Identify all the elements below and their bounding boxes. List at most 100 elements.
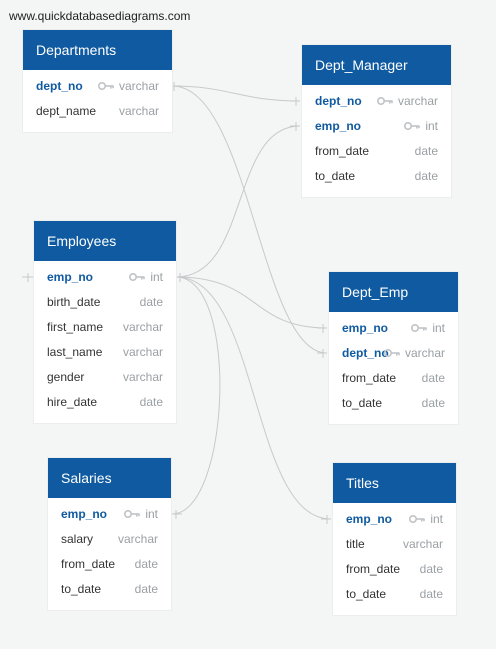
field-type-label: varchar	[118, 79, 159, 93]
field-row[interactable]: to_date date	[329, 391, 458, 416]
site-watermark: www.quickdatabasediagrams.com	[9, 9, 191, 23]
link-departments-deptmanager	[171, 85, 301, 102]
field-type-label: date	[139, 395, 163, 409]
field-name: birth_date	[47, 295, 101, 309]
field-name: from_date	[346, 562, 401, 576]
field-type: date	[420, 557, 443, 582]
field-row[interactable]: to_date date	[48, 577, 171, 602]
key-icon	[376, 96, 393, 105]
link-employees-salaries	[171, 276, 221, 515]
field-type-label: date	[134, 582, 158, 596]
table-title: Titles	[333, 463, 456, 503]
field-row[interactable]: dept_no varchar	[23, 74, 172, 99]
field-type-label: date	[421, 371, 445, 385]
field-type: varchar	[118, 527, 158, 552]
field-name: emp_no	[315, 119, 362, 133]
field-type: date	[422, 391, 445, 416]
field-type-label: date	[134, 557, 158, 571]
field-row[interactable]: salary varchar	[48, 527, 171, 552]
field-name: to_date	[315, 169, 356, 183]
key-icon	[404, 121, 421, 130]
field-row[interactable]: birth_date date	[34, 290, 176, 315]
field-row[interactable]: from_date date	[329, 366, 458, 391]
field-name: title	[346, 537, 365, 551]
field-name: dept_no	[36, 79, 83, 93]
field-type: varchar	[97, 74, 159, 99]
field-type-label: int	[430, 512, 443, 526]
field-name: dept_name	[36, 104, 97, 118]
field-type-label: varchar	[118, 104, 159, 118]
field-row[interactable]: from_date date	[302, 139, 451, 164]
field-type-label: int	[425, 119, 438, 133]
field-name: from_date	[342, 371, 397, 385]
field-name: dept_no	[315, 94, 362, 108]
table-title: Departments	[23, 30, 172, 70]
field-name: from_date	[315, 144, 370, 158]
field-name: emp_no	[346, 512, 393, 526]
field-name: emp_no	[47, 270, 94, 284]
key-icon	[129, 272, 146, 281]
field-row[interactable]: to_date date	[333, 582, 456, 607]
field-type: varchar	[123, 365, 163, 390]
field-row[interactable]: emp_no int	[34, 265, 176, 290]
field-type-label: int	[145, 507, 158, 521]
field-type: varchar	[383, 341, 445, 366]
field-type-label: date	[421, 396, 445, 410]
table-title: Salaries	[48, 458, 171, 498]
field-name: dept_no	[342, 346, 389, 360]
link-employees-deptemp	[175, 276, 328, 329]
field-row[interactable]: emp_no int	[302, 114, 451, 139]
field-type-label: date	[139, 295, 163, 309]
key-icon	[124, 509, 141, 518]
field-row[interactable]: emp_no int	[48, 502, 171, 527]
table-title: Dept_Emp	[329, 272, 458, 312]
field-row[interactable]: emp_no int	[333, 507, 456, 532]
field-type: varchar	[119, 99, 159, 124]
field-type: date	[140, 290, 163, 315]
field-name: hire_date	[47, 395, 98, 409]
table-salaries[interactable]: Salaries emp_no int salary varchar from_date…	[48, 458, 171, 610]
field-type-label: varchar	[122, 345, 163, 359]
field-type: date	[140, 390, 163, 415]
field-type: int	[124, 502, 158, 527]
field-row[interactable]: dept_name varchar	[23, 99, 172, 124]
field-type: int	[129, 265, 163, 290]
key-icon	[411, 323, 428, 332]
field-name: emp_no	[61, 507, 108, 521]
link-employees-titles	[175, 276, 332, 520]
field-type-label: date	[419, 587, 443, 601]
key-icon	[383, 348, 400, 357]
field-type-label: date	[414, 144, 438, 158]
field-type: int	[409, 507, 443, 532]
field-type: varchar	[123, 315, 163, 340]
field-type-label: varchar	[117, 532, 158, 546]
field-name: to_date	[342, 396, 383, 410]
field-type: date	[415, 139, 438, 164]
field-row[interactable]: to_date date	[302, 164, 451, 189]
table-title: Employees	[34, 221, 176, 261]
field-name: salary	[61, 532, 94, 546]
field-type-label: date	[419, 562, 443, 576]
field-row[interactable]: hire_date date	[34, 390, 176, 415]
field-type: date	[415, 164, 438, 189]
field-type: varchar	[123, 340, 163, 365]
field-row[interactable]: from_date date	[333, 557, 456, 582]
table-title: Dept_Manager	[302, 45, 451, 85]
field-type: date	[135, 577, 158, 602]
field-name: to_date	[346, 587, 387, 601]
field-name: to_date	[61, 582, 102, 596]
key-icon	[97, 81, 114, 90]
